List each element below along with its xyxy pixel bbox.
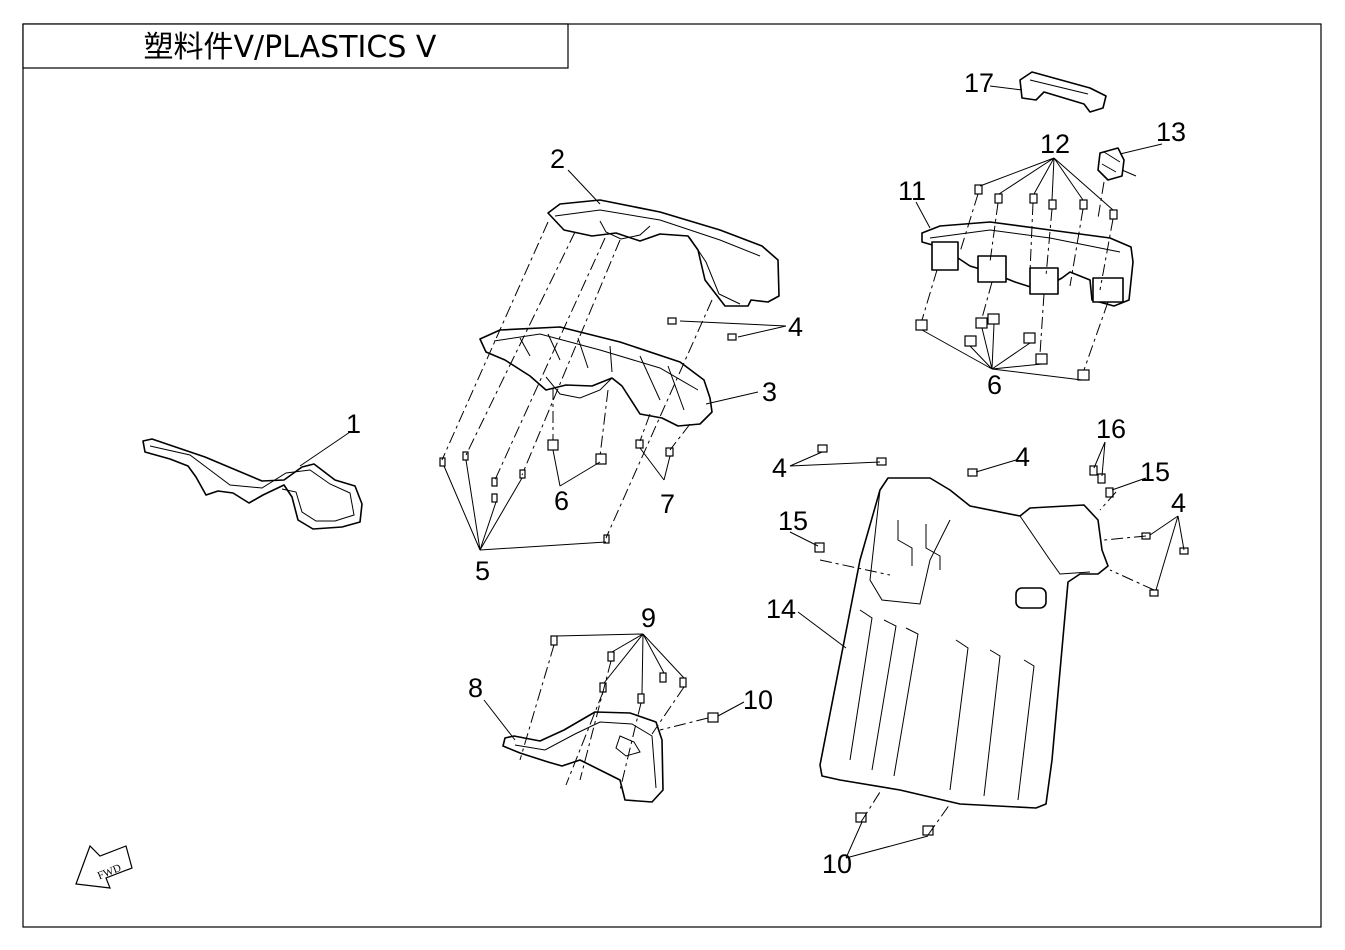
drawing-frame (22, 23, 1322, 928)
callout-10-bottom: 10 (822, 849, 852, 879)
callout-3: 3 (762, 377, 777, 407)
callout-6-left: 6 (554, 486, 569, 516)
title-block: 塑料件Ⅴ/PLASTICS Ⅴ (22, 23, 569, 69)
callout-4-left: 4 (772, 453, 787, 483)
callout-4-center: 4 (1015, 442, 1030, 472)
part-13-socket (1097, 147, 1137, 181)
part-1-trim-ring (142, 438, 363, 530)
callout-13: 13 (1156, 117, 1186, 147)
callout-4-top: 4 (788, 312, 803, 342)
part-2-top-cover (547, 199, 780, 307)
part-17-handle (1019, 71, 1107, 113)
diagram-title: 塑料件Ⅴ/PLASTICS Ⅴ (144, 30, 437, 65)
callout-labels: 1 2 3 4 5 6 7 8 9 10 11 12 13 6 17 14 4 … (346, 68, 1186, 879)
callout-4-right: 4 (1171, 488, 1186, 518)
callout-15-right: 15 (1140, 457, 1170, 487)
callout-14: 14 (766, 594, 796, 624)
assembly-lines (441, 181, 1155, 836)
callout-7: 7 (660, 489, 675, 519)
fwd-arrow-icon: FWD (75, 844, 133, 889)
callout-2: 2 (550, 144, 565, 174)
callout-5: 5 (475, 556, 490, 586)
callout-6-right: 6 (987, 370, 1002, 400)
callout-10-mid: 10 (743, 685, 773, 715)
callout-15-left: 15 (778, 506, 808, 536)
callout-8: 8 (468, 673, 483, 703)
callout-11: 11 (898, 176, 926, 206)
callout-17: 17 (964, 68, 994, 98)
callout-16: 16 (1096, 414, 1126, 444)
callout-1: 1 (346, 409, 361, 439)
callout-12: 12 (1040, 129, 1070, 159)
part-3-inner-tray (479, 326, 713, 427)
part-8-lower-cover (502, 711, 664, 803)
part-14-floor-panel (819, 477, 1109, 809)
leader-lines (299, 85, 1185, 859)
callout-9: 9 (641, 603, 656, 633)
part-11-dash-panel (921, 221, 1134, 307)
